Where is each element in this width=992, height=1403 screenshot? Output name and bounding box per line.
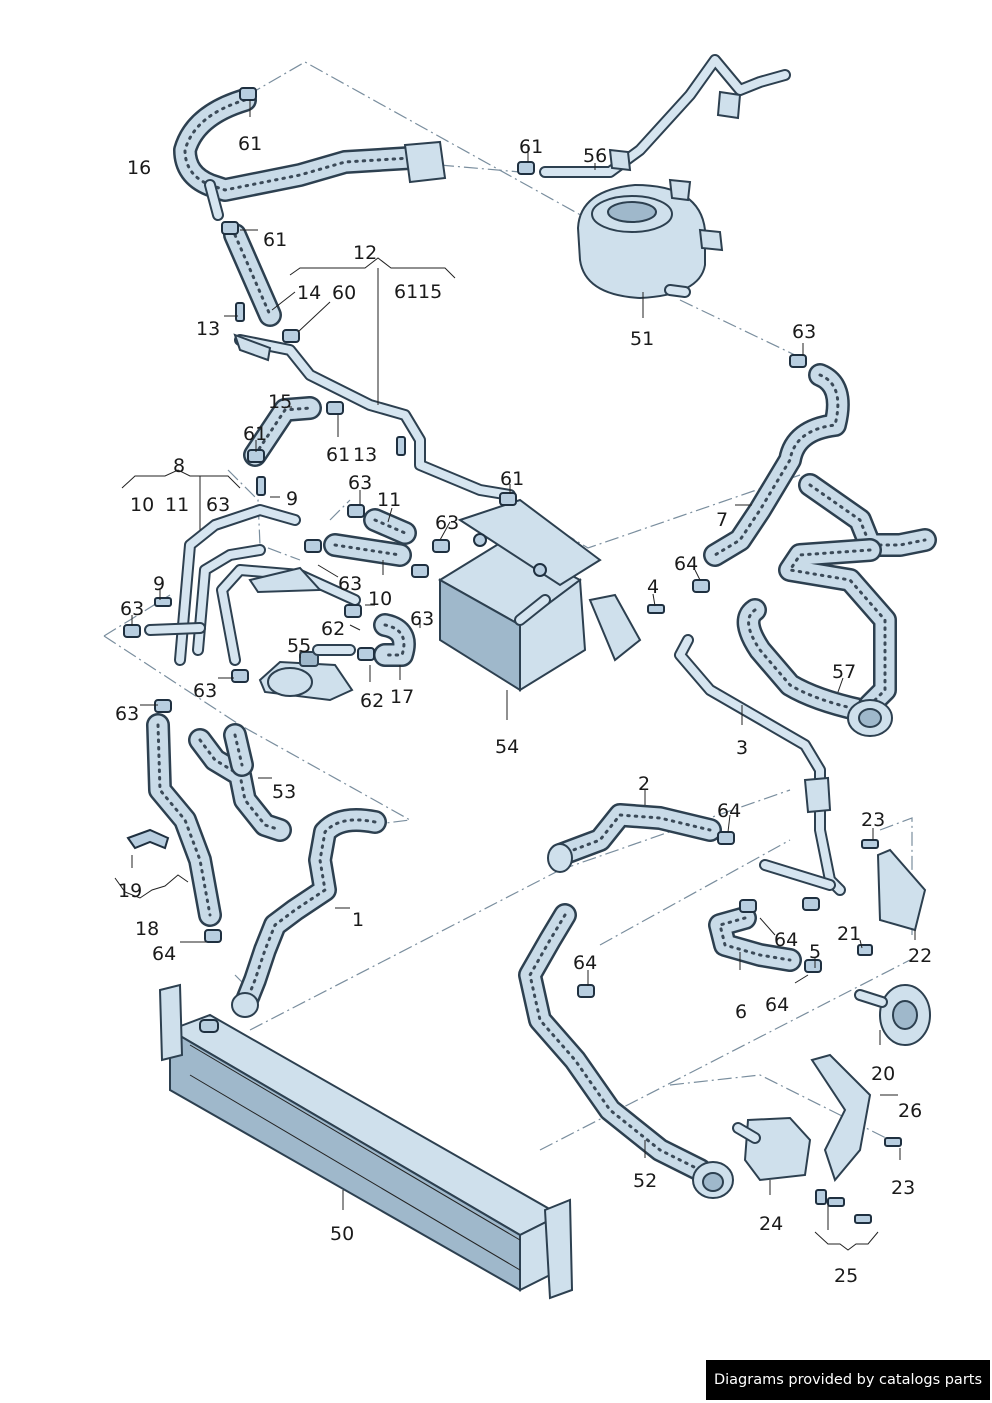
callout-61: 61 [243, 423, 267, 445]
callout-51: 51 [630, 328, 654, 350]
callout-20: 20 [871, 1063, 895, 1085]
callout-63: 63 [410, 608, 434, 630]
callout-11: 11 [165, 494, 189, 516]
hose-14[interactable] [223, 223, 282, 327]
callout-60: 60 [332, 282, 356, 304]
callout-61: 61 [394, 281, 418, 303]
pump-24[interactable] [732, 1116, 812, 1182]
callout-54: 54 [495, 736, 519, 758]
callout-17: 17 [390, 686, 414, 708]
callout-64: 64 [765, 994, 789, 1016]
clip-19[interactable] [126, 828, 170, 850]
callout-53: 53 [272, 781, 296, 803]
callout-57: 57 [832, 661, 856, 683]
callout-6: 6 [735, 1001, 747, 1023]
callout-1: 1 [352, 909, 364, 931]
callout-64: 64 [573, 952, 597, 974]
pump-55[interactable] [258, 644, 356, 702]
pipe-group-8[interactable] [144, 504, 361, 666]
bolts [154, 302, 902, 1224]
callout-16: 16 [127, 157, 151, 179]
hose-6[interactable] [708, 906, 802, 972]
radiator[interactable] [158, 983, 574, 1300]
hose-7[interactable] [703, 363, 850, 567]
callout-63: 63 [348, 472, 372, 494]
callout-21: 21 [837, 923, 861, 945]
hose-2[interactable] [547, 803, 722, 873]
callout-8: 8 [173, 455, 185, 477]
callout-9: 9 [153, 573, 165, 595]
callout-62: 62 [360, 690, 384, 712]
callout-2: 2 [638, 773, 650, 795]
pipe-56[interactable] [539, 54, 791, 178]
callout-13: 13 [196, 318, 220, 340]
hose-52[interactable] [518, 903, 734, 1199]
callout-50: 50 [330, 1223, 354, 1245]
callout-18: 18 [135, 918, 159, 940]
control-module[interactable] [438, 498, 642, 692]
callout-63: 63 [115, 703, 139, 725]
attribution-label: Diagrams provided by catalogs parts [706, 1360, 990, 1400]
callout-19: 19 [118, 880, 142, 902]
callout-55: 55 [287, 635, 311, 657]
callouts: 61 16 61 56 61 12 61 15 14 60 13 51 63 1… [115, 133, 932, 1287]
callout-63: 63 [338, 573, 362, 595]
callout-10: 10 [368, 588, 392, 610]
callout-23: 23 [891, 1177, 915, 1199]
bracket-26[interactable] [810, 1053, 872, 1183]
callout-15: 15 [418, 281, 442, 303]
callout-26: 26 [898, 1100, 922, 1122]
callout-7: 7 [716, 509, 728, 531]
callout-61: 61 [500, 468, 524, 490]
bracket-22[interactable] [876, 848, 927, 932]
callout-3: 3 [736, 737, 748, 759]
callout-10: 10 [130, 494, 154, 516]
callout-56: 56 [583, 145, 607, 167]
hose-57[interactable] [736, 473, 937, 737]
callout-9: 9 [286, 488, 298, 510]
callout-62: 62 [321, 618, 345, 640]
hose-17[interactable] [373, 613, 416, 667]
hose-16[interactable] [173, 88, 447, 221]
hose-15[interactable] [243, 396, 322, 467]
hose-1[interactable] [231, 808, 387, 1018]
callout-64: 64 [717, 800, 741, 822]
callout-64: 64 [152, 943, 176, 965]
callout-63: 63 [206, 494, 230, 516]
callout-14: 14 [297, 282, 321, 304]
callout-15: 15 [268, 391, 292, 413]
callout-4: 4 [647, 576, 659, 598]
callout-11: 11 [377, 489, 401, 511]
callout-64: 64 [774, 929, 798, 951]
callout-63: 63 [792, 321, 816, 343]
pump-20[interactable] [854, 984, 931, 1046]
callout-24: 24 [759, 1213, 783, 1235]
leader-lines [114, 100, 916, 1251]
callout-61: 61 [263, 229, 287, 251]
callout-5: 5 [809, 941, 821, 963]
callout-13: 13 [353, 444, 377, 466]
callout-64: 64 [674, 553, 698, 575]
callout-61: 61 [238, 133, 262, 155]
hose-18[interactable] [146, 713, 222, 927]
hose-11[interactable] [323, 508, 417, 567]
callout-63: 63 [435, 512, 459, 534]
callout-63: 63 [120, 598, 144, 620]
callout-22: 22 [908, 945, 932, 967]
callout-63: 63 [193, 680, 217, 702]
pipe-12[interactable] [233, 333, 516, 501]
callout-61: 61 [326, 444, 350, 466]
callout-25: 25 [834, 1265, 858, 1287]
expansion-tank[interactable] [576, 178, 724, 300]
callout-12: 12 [353, 242, 377, 264]
callout-61: 61 [519, 136, 543, 158]
callout-52: 52 [633, 1170, 657, 1192]
hose-53[interactable] [188, 723, 292, 842]
pipe-3[interactable] [674, 634, 846, 896]
callout-23: 23 [861, 809, 885, 831]
